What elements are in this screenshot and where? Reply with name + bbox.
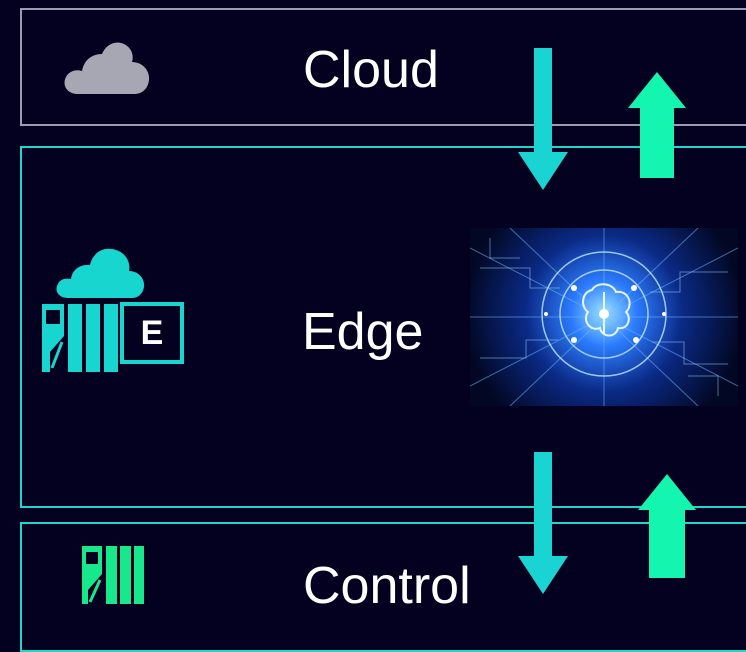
ai-circuit-brain-image bbox=[470, 228, 738, 406]
edge-layer-box bbox=[20, 146, 746, 508]
edge-label: Edge bbox=[302, 303, 424, 361]
uplink-arrow-edge-to-cloud bbox=[628, 72, 686, 178]
edge-badge-label: E bbox=[140, 314, 164, 352]
control-label: Control bbox=[303, 557, 471, 615]
downlink-arrow-cloud-to-edge bbox=[518, 48, 568, 190]
plc-icon bbox=[82, 546, 144, 604]
cloud-layer-box bbox=[20, 8, 746, 126]
cloud-label: Cloud bbox=[303, 41, 439, 99]
edge-device-icon bbox=[42, 248, 184, 372]
downlink-arrow-edge-to-control bbox=[518, 452, 568, 594]
cloud-icon bbox=[64, 42, 150, 94]
uplink-arrow-control-to-edge bbox=[638, 474, 696, 578]
